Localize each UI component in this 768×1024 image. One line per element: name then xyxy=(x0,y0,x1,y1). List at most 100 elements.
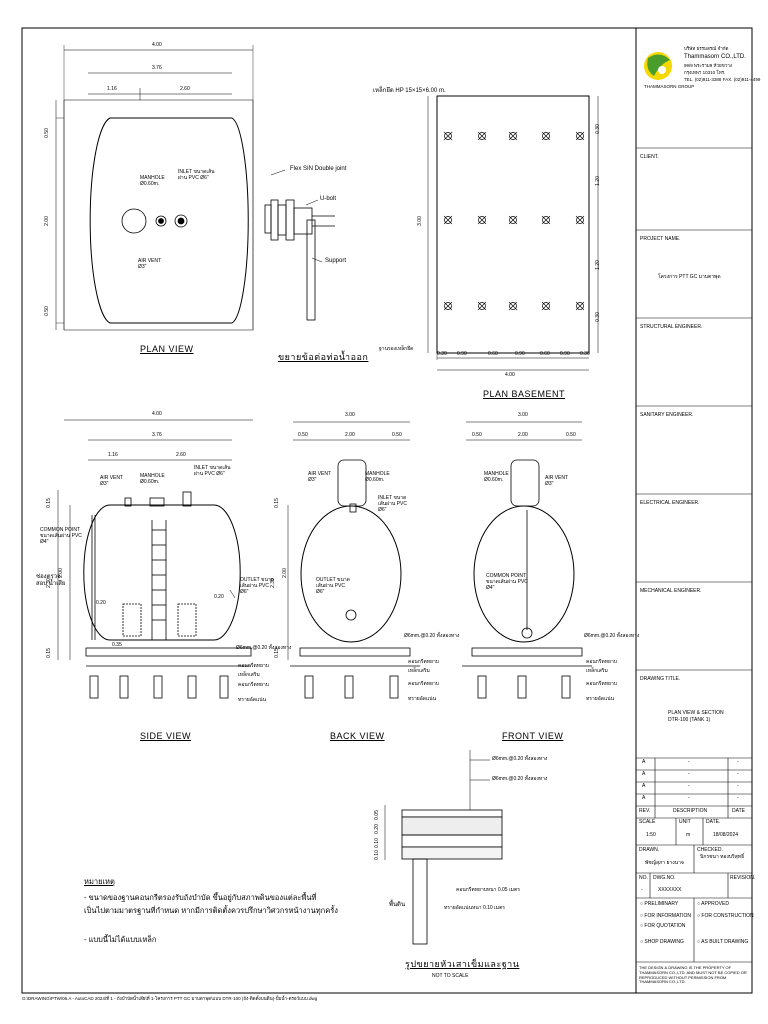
unit-value: m xyxy=(686,832,691,838)
slab-dim-1: 0.05 xyxy=(373,810,380,820)
copyright-note: THE DESIGN & DRAWING IS THE PROPERTY OF … xyxy=(639,965,747,985)
sheet-border xyxy=(21,27,753,994)
back-dim-1: 0.50 xyxy=(298,432,308,438)
plan-dim-side-3: 0.50 xyxy=(43,306,50,316)
status-for-information[interactable]: ○ FOR INFORMATION xyxy=(640,913,691,919)
basement-dim-r4: 0.30 xyxy=(594,312,601,322)
side-bottom-2: เหล็กเสริม xyxy=(238,672,260,678)
slab-concrete-label: คอนกรีตหยาบหนา 0.05 เมตร xyxy=(456,887,520,893)
status-approved-label: APPROVED xyxy=(701,901,729,907)
rev-desc-3: - xyxy=(688,783,690,789)
anchor-bolt xyxy=(508,131,518,141)
rev-header: REV. xyxy=(639,808,651,814)
side-dim-inner: 3.76 xyxy=(152,432,162,438)
back-dim-l1: 0.15 xyxy=(273,498,280,508)
company-name-en: Thammasorn CO.,LTD. xyxy=(684,54,746,60)
slab-dim-4: 0.10 xyxy=(373,850,380,860)
joint-detail-title: ขยายข้อต่อท่อน้ำออก xyxy=(278,352,369,362)
side-dim-035: 0.35 xyxy=(112,642,122,648)
side-view xyxy=(57,419,253,699)
basement-dim-b7: 0.30 xyxy=(580,351,590,357)
company-address-2: กรุงเทพฯ 10310 โทร. xyxy=(684,70,726,75)
anchor-bolt xyxy=(508,215,518,225)
rev-desc-2: - xyxy=(688,771,690,777)
plan-inlet-label: INLET ขนาดเส้นผ่าน PVC Ø6" xyxy=(178,169,215,181)
joint-support-label: Support xyxy=(325,258,347,264)
back-manhole-label: MANHOLE Ø0.60m. xyxy=(365,471,390,483)
sanitary-engineer-label: SANITARY ENGINEER. xyxy=(640,412,694,418)
status-as-built[interactable]: ○ AS BUILT DRAWING xyxy=(697,939,749,945)
side-dim-total: 4.00 xyxy=(152,411,162,417)
status-approved[interactable]: ○ APPROVED xyxy=(697,901,729,907)
revision-label: REVISION. xyxy=(730,875,756,881)
basement-dim-r2: 1.20 xyxy=(594,176,601,186)
date-label: DATE. xyxy=(706,819,721,825)
slab-dim-2: 0.20 xyxy=(373,824,380,834)
company-name-th: บริษัท ธรรมสรณ์ จำกัด xyxy=(684,46,729,51)
no-value: - xyxy=(641,887,643,893)
basement-dim-r3: 1.20 xyxy=(594,260,601,270)
back-dim-l2: 2.00 xyxy=(281,568,288,578)
slab-not-to-scale: NOT TO SCALE xyxy=(432,973,469,979)
front-bottom-3: คอนกรีตหยาบ xyxy=(586,681,617,687)
side-dim-l4: 0.15 xyxy=(45,648,52,658)
rev-row-1: A xyxy=(642,759,646,765)
basement-dim-total: 4.00 xyxy=(505,372,515,378)
back-dim-l4: 0.15 xyxy=(273,648,280,658)
back-dim-2: 2.00 xyxy=(345,432,355,438)
front-bottom-2: เหล็กเสริม xyxy=(586,668,608,674)
back-outlet-label: OUTLET ขนาดเส้นผ่าน PVC Ø6" xyxy=(316,577,350,595)
joint-flex-label: Flex SIN Double joint xyxy=(290,166,347,172)
plan-dim-right: 2.60 xyxy=(180,86,190,92)
plan-basement-title: PLAN BASEMENT xyxy=(483,389,566,399)
plan-dim-total: 4.00 xyxy=(152,42,162,48)
client-label: CLIENT. xyxy=(640,154,659,160)
drawn-value: พัชญ์สุภา ยางนาจ xyxy=(645,860,684,866)
rev-date-1: - xyxy=(737,759,739,765)
rev-date-3: - xyxy=(737,783,739,789)
basement-dim-b3: 0.60 xyxy=(488,351,498,357)
back-dim-l3: 2.30 xyxy=(269,578,276,588)
status-preliminary-label: PRELIMINARY xyxy=(644,901,679,907)
drawing-title-line-2: DTR-100 (TANK 1) xyxy=(668,717,711,723)
status-for-quotation-label: FOR QUOTATION xyxy=(644,923,686,929)
anchor-bolt xyxy=(575,301,585,311)
basement-dim-b2: 0.90 xyxy=(457,351,467,357)
side-bottom-4: ทรายอัดแน่น xyxy=(238,697,267,703)
basement-dim-b6: 0.90 xyxy=(560,351,570,357)
front-air-vent-label: AIR VENT Ø3" xyxy=(545,475,568,487)
date-value: 18/08/2024 xyxy=(713,832,739,838)
back-inlet-label: INLET ขนาดเส้นผ่าน PVC Ø6" xyxy=(378,495,408,513)
status-shop-drawing[interactable]: ○ SHOP DRAWING xyxy=(640,939,684,945)
anchor-bolt xyxy=(575,215,585,225)
anchor-bolt xyxy=(541,215,551,225)
basement-dim-r1: 0.30 xyxy=(594,124,601,134)
front-view-title: FRONT VIEW xyxy=(502,731,564,741)
file-path: G:\DRAWING\PTW\06.A - AutoCAD 2024\ที่ 1… xyxy=(22,996,318,1001)
checked-value: นิกรชนา ทองบริสุทธิ์ xyxy=(700,854,745,860)
side-common-point-label: COMMON POINT ขนาดเส้นผ่าน PVC Ø4" xyxy=(40,527,82,545)
back-rebar-label: Ø6mm.@0.20 ทั้งสองทาง xyxy=(404,633,460,639)
status-for-quotation[interactable]: ○ FOR QUOTATION xyxy=(640,923,686,929)
plan-basement xyxy=(427,95,599,371)
anchor-bolt xyxy=(575,131,585,141)
side-dim-l2: 2.00 xyxy=(57,568,64,578)
basement-dim-b5: 0.60 xyxy=(540,351,550,357)
drawing-title-line-1: PLAN VIEW & SECTION xyxy=(668,710,724,716)
company-group: THAMMASORN GROUP xyxy=(644,84,695,89)
front-dim-3: 0.50 xyxy=(566,432,576,438)
back-view xyxy=(287,421,420,699)
date-header: DATE xyxy=(732,808,745,814)
joint-ubolt-label: U-bolt xyxy=(320,196,337,202)
anchor-bolt xyxy=(508,301,518,311)
plan-dim-inner: 3.76 xyxy=(152,65,162,71)
company-address-1: 99/9 พระราม9 ห้วยขวาง xyxy=(684,63,732,68)
no-label: NO. xyxy=(639,875,648,881)
slab-detail-title: รูปขยายหัวเสาเข็มและฐาน xyxy=(405,959,520,969)
notes-item-1: - ขนาดของฐานคอนกรีตรองรับถังบำบัด ขึ้นอย… xyxy=(84,893,317,902)
project-name: โครงการ PTT GC มาบตาพุด xyxy=(658,274,721,280)
status-preliminary[interactable]: ○ PRELIMINARY xyxy=(640,901,679,907)
status-shop-drawing-label: SHOP DRAWING xyxy=(644,939,684,945)
status-for-construction[interactable]: ○ FOR CONSTRUCTION xyxy=(697,913,754,919)
dwg-no-value: XXXXXXX xyxy=(658,887,682,893)
